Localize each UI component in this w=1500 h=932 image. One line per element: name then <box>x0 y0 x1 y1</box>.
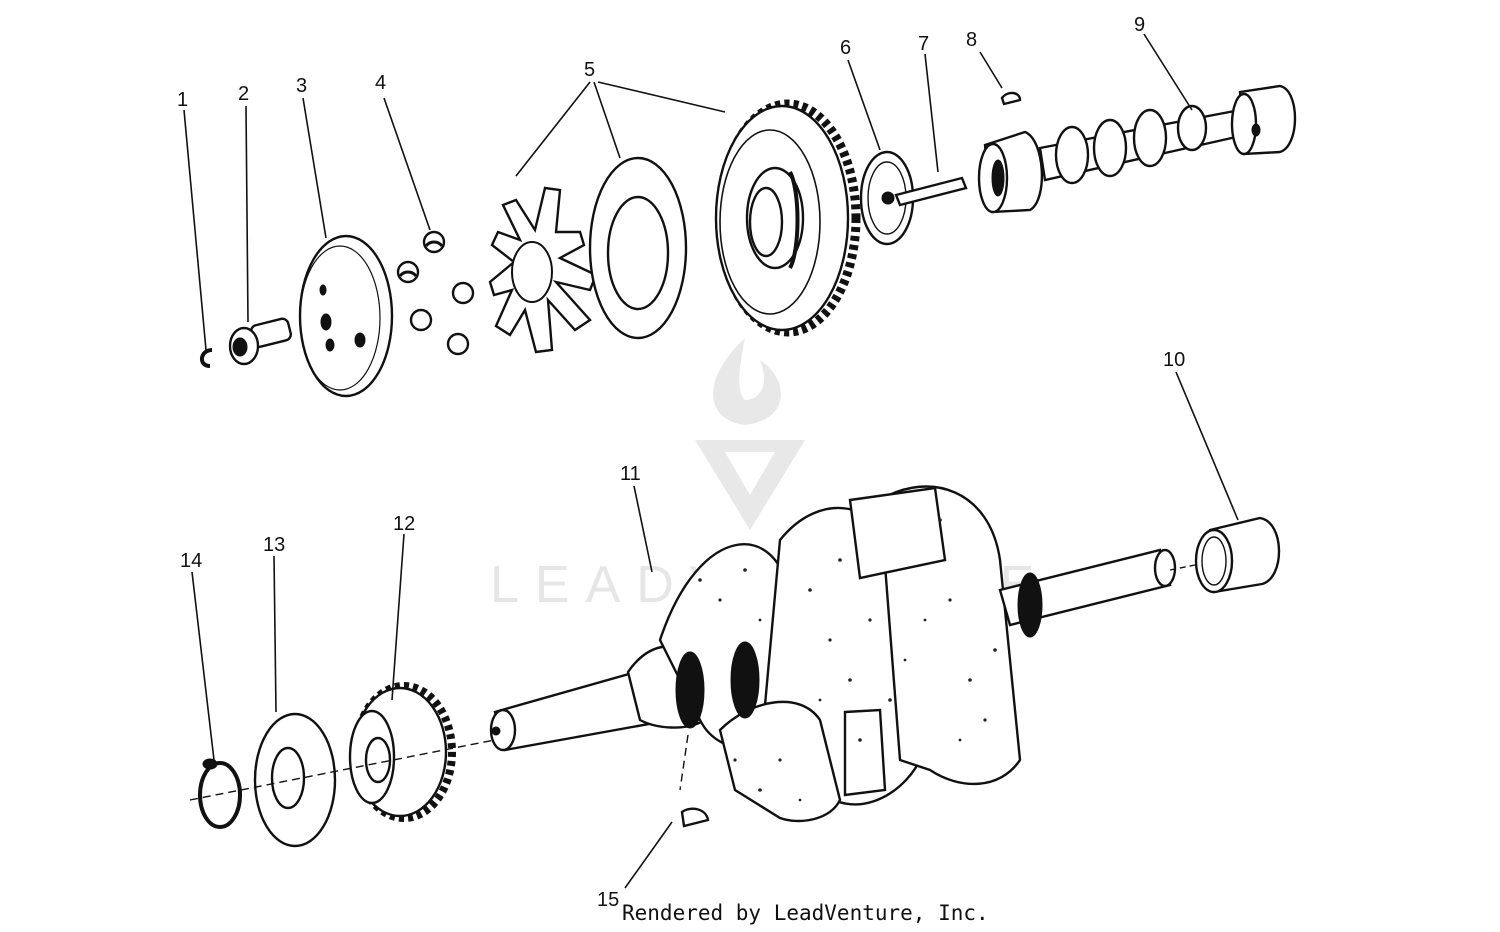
callout-12: 12 <box>393 513 415 535</box>
callout-1: 1 <box>177 89 188 111</box>
part-8-key <box>1000 91 1022 106</box>
callout-2: 2 <box>238 83 249 105</box>
callout-15: 15 <box>597 889 619 911</box>
part-2-bolt <box>228 317 292 366</box>
callout-7: 7 <box>918 33 929 55</box>
part-10-bushing <box>1194 516 1281 594</box>
callout-6: 6 <box>840 37 851 59</box>
leader-lines <box>183 33 1239 889</box>
part-5-cam-gear <box>714 99 861 337</box>
part-11-crankshaft <box>489 485 1177 823</box>
callout-9: 9 <box>1134 14 1145 36</box>
part-9-camshaft <box>977 84 1297 214</box>
watermark-v-icon <box>695 440 805 530</box>
callout-5: 5 <box>584 59 595 81</box>
callout-14: 14 <box>180 550 202 572</box>
part-14-snap-ring <box>198 758 242 829</box>
part-1-retaining-ring <box>200 348 213 368</box>
part-5-flyweight-cage <box>488 186 598 354</box>
casting-texture <box>698 518 997 802</box>
part-5-thrust-washer <box>588 156 688 340</box>
part-4-steel-balls <box>396 230 475 356</box>
callout-labels: 1 2 3 4 5 6 7 8 9 10 11 12 13 14 15 <box>177 14 1185 911</box>
callout-10: 10 <box>1163 349 1185 371</box>
part-12-crank-gear <box>348 682 456 822</box>
part-15-woodruff-key <box>680 807 710 828</box>
callout-8: 8 <box>966 29 977 51</box>
part-3-governor-plate <box>298 234 394 398</box>
part-7-pin <box>894 176 968 207</box>
watermark-flame-icon <box>713 338 781 425</box>
callout-11: 11 <box>620 463 641 485</box>
render-credit: Rendered by LeadVenture, Inc. <box>622 901 989 925</box>
callout-13: 13 <box>263 534 285 556</box>
callout-4: 4 <box>375 72 386 94</box>
callout-3: 3 <box>296 75 307 97</box>
